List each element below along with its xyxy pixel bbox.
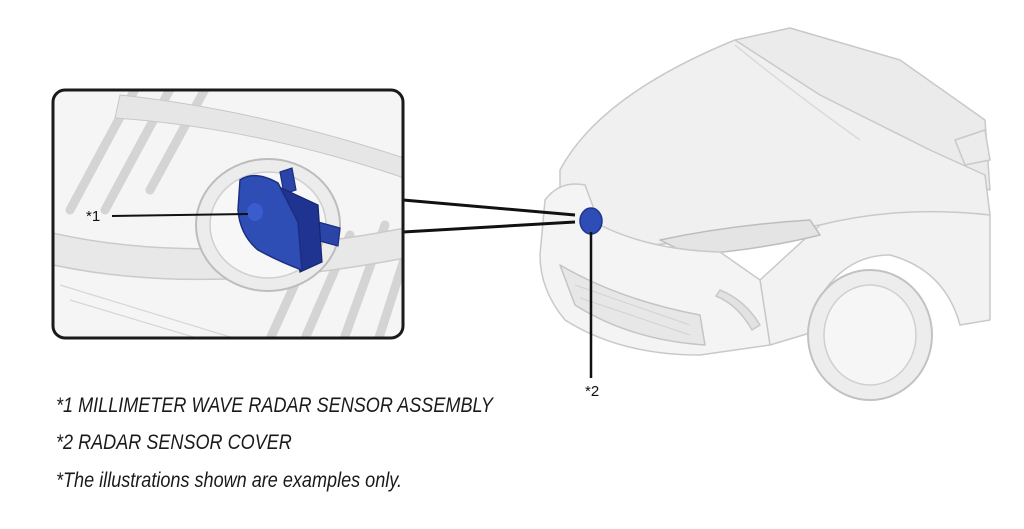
detail-inset xyxy=(53,90,403,338)
legend-item-sensor-cover: *2 RADAR SENSOR COVER xyxy=(56,431,292,454)
legend-note-examples: *The illustrations shown are examples on… xyxy=(56,469,402,492)
callout-2-label: *2 xyxy=(585,383,600,400)
sensor-cover-icon xyxy=(579,207,603,235)
leader-lines xyxy=(402,198,593,378)
callout-1-label: *1 xyxy=(86,208,101,225)
legend-item-sensor-assembly: *1 MILLIMETER WAVE RADAR SENSOR ASSEMBLY xyxy=(56,394,493,417)
callout-1-leader xyxy=(111,213,249,217)
car-front-illustration xyxy=(539,27,991,401)
detail-inset-frame xyxy=(51,88,405,340)
radar-sensor-icon xyxy=(237,167,341,273)
